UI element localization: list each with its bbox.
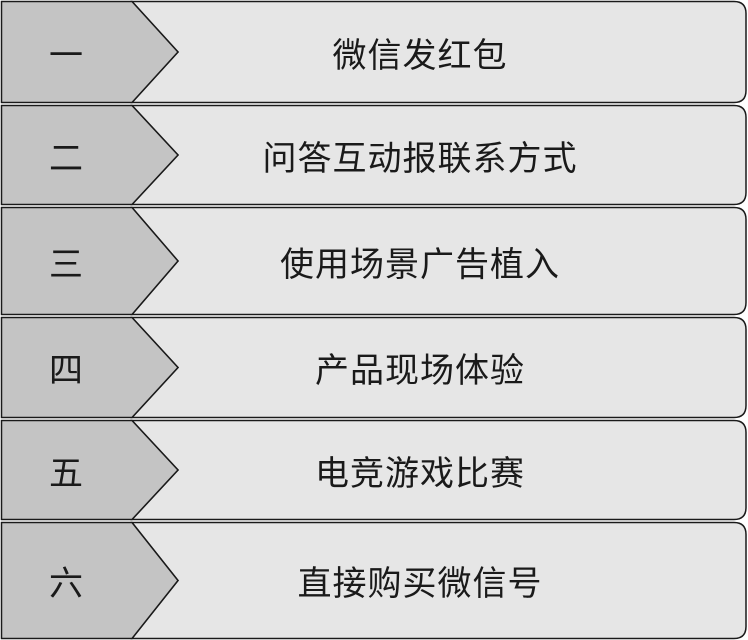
step-shape bbox=[0, 521, 747, 640]
step-text: 微信发红包 bbox=[332, 35, 508, 76]
step-shape bbox=[0, 0, 747, 104]
step-text: 使用场景广告植入 bbox=[280, 244, 560, 285]
step-row: 一 微信发红包 bbox=[0, 0, 748, 104]
step-row: 四 产品现场体验 bbox=[0, 316, 748, 419]
step-row: 六 直接购买微信号 bbox=[0, 521, 748, 640]
step-number: 六 bbox=[49, 564, 83, 604]
step-number: 五 bbox=[49, 453, 83, 494]
step-text: 问答互动报联系方式 bbox=[262, 138, 578, 179]
step-row: 三 使用场景广告植入 bbox=[0, 206, 748, 316]
step-row: 二 问答互动报联系方式 bbox=[0, 104, 748, 206]
step-number: 二 bbox=[49, 138, 83, 179]
step-shape bbox=[0, 104, 747, 206]
step-row: 五 电竞游戏比赛 bbox=[0, 419, 748, 521]
step-number: 一 bbox=[49, 35, 83, 76]
step-text: 产品现场体验 bbox=[315, 351, 525, 391]
step-text: 电竞游戏比赛 bbox=[315, 453, 525, 494]
step-text: 直接购买微信号 bbox=[297, 564, 543, 604]
step-number: 三 bbox=[49, 244, 83, 285]
step-number: 四 bbox=[49, 351, 83, 391]
step-shape bbox=[0, 419, 747, 521]
step-shape bbox=[0, 316, 747, 419]
step-shape bbox=[0, 206, 747, 316]
